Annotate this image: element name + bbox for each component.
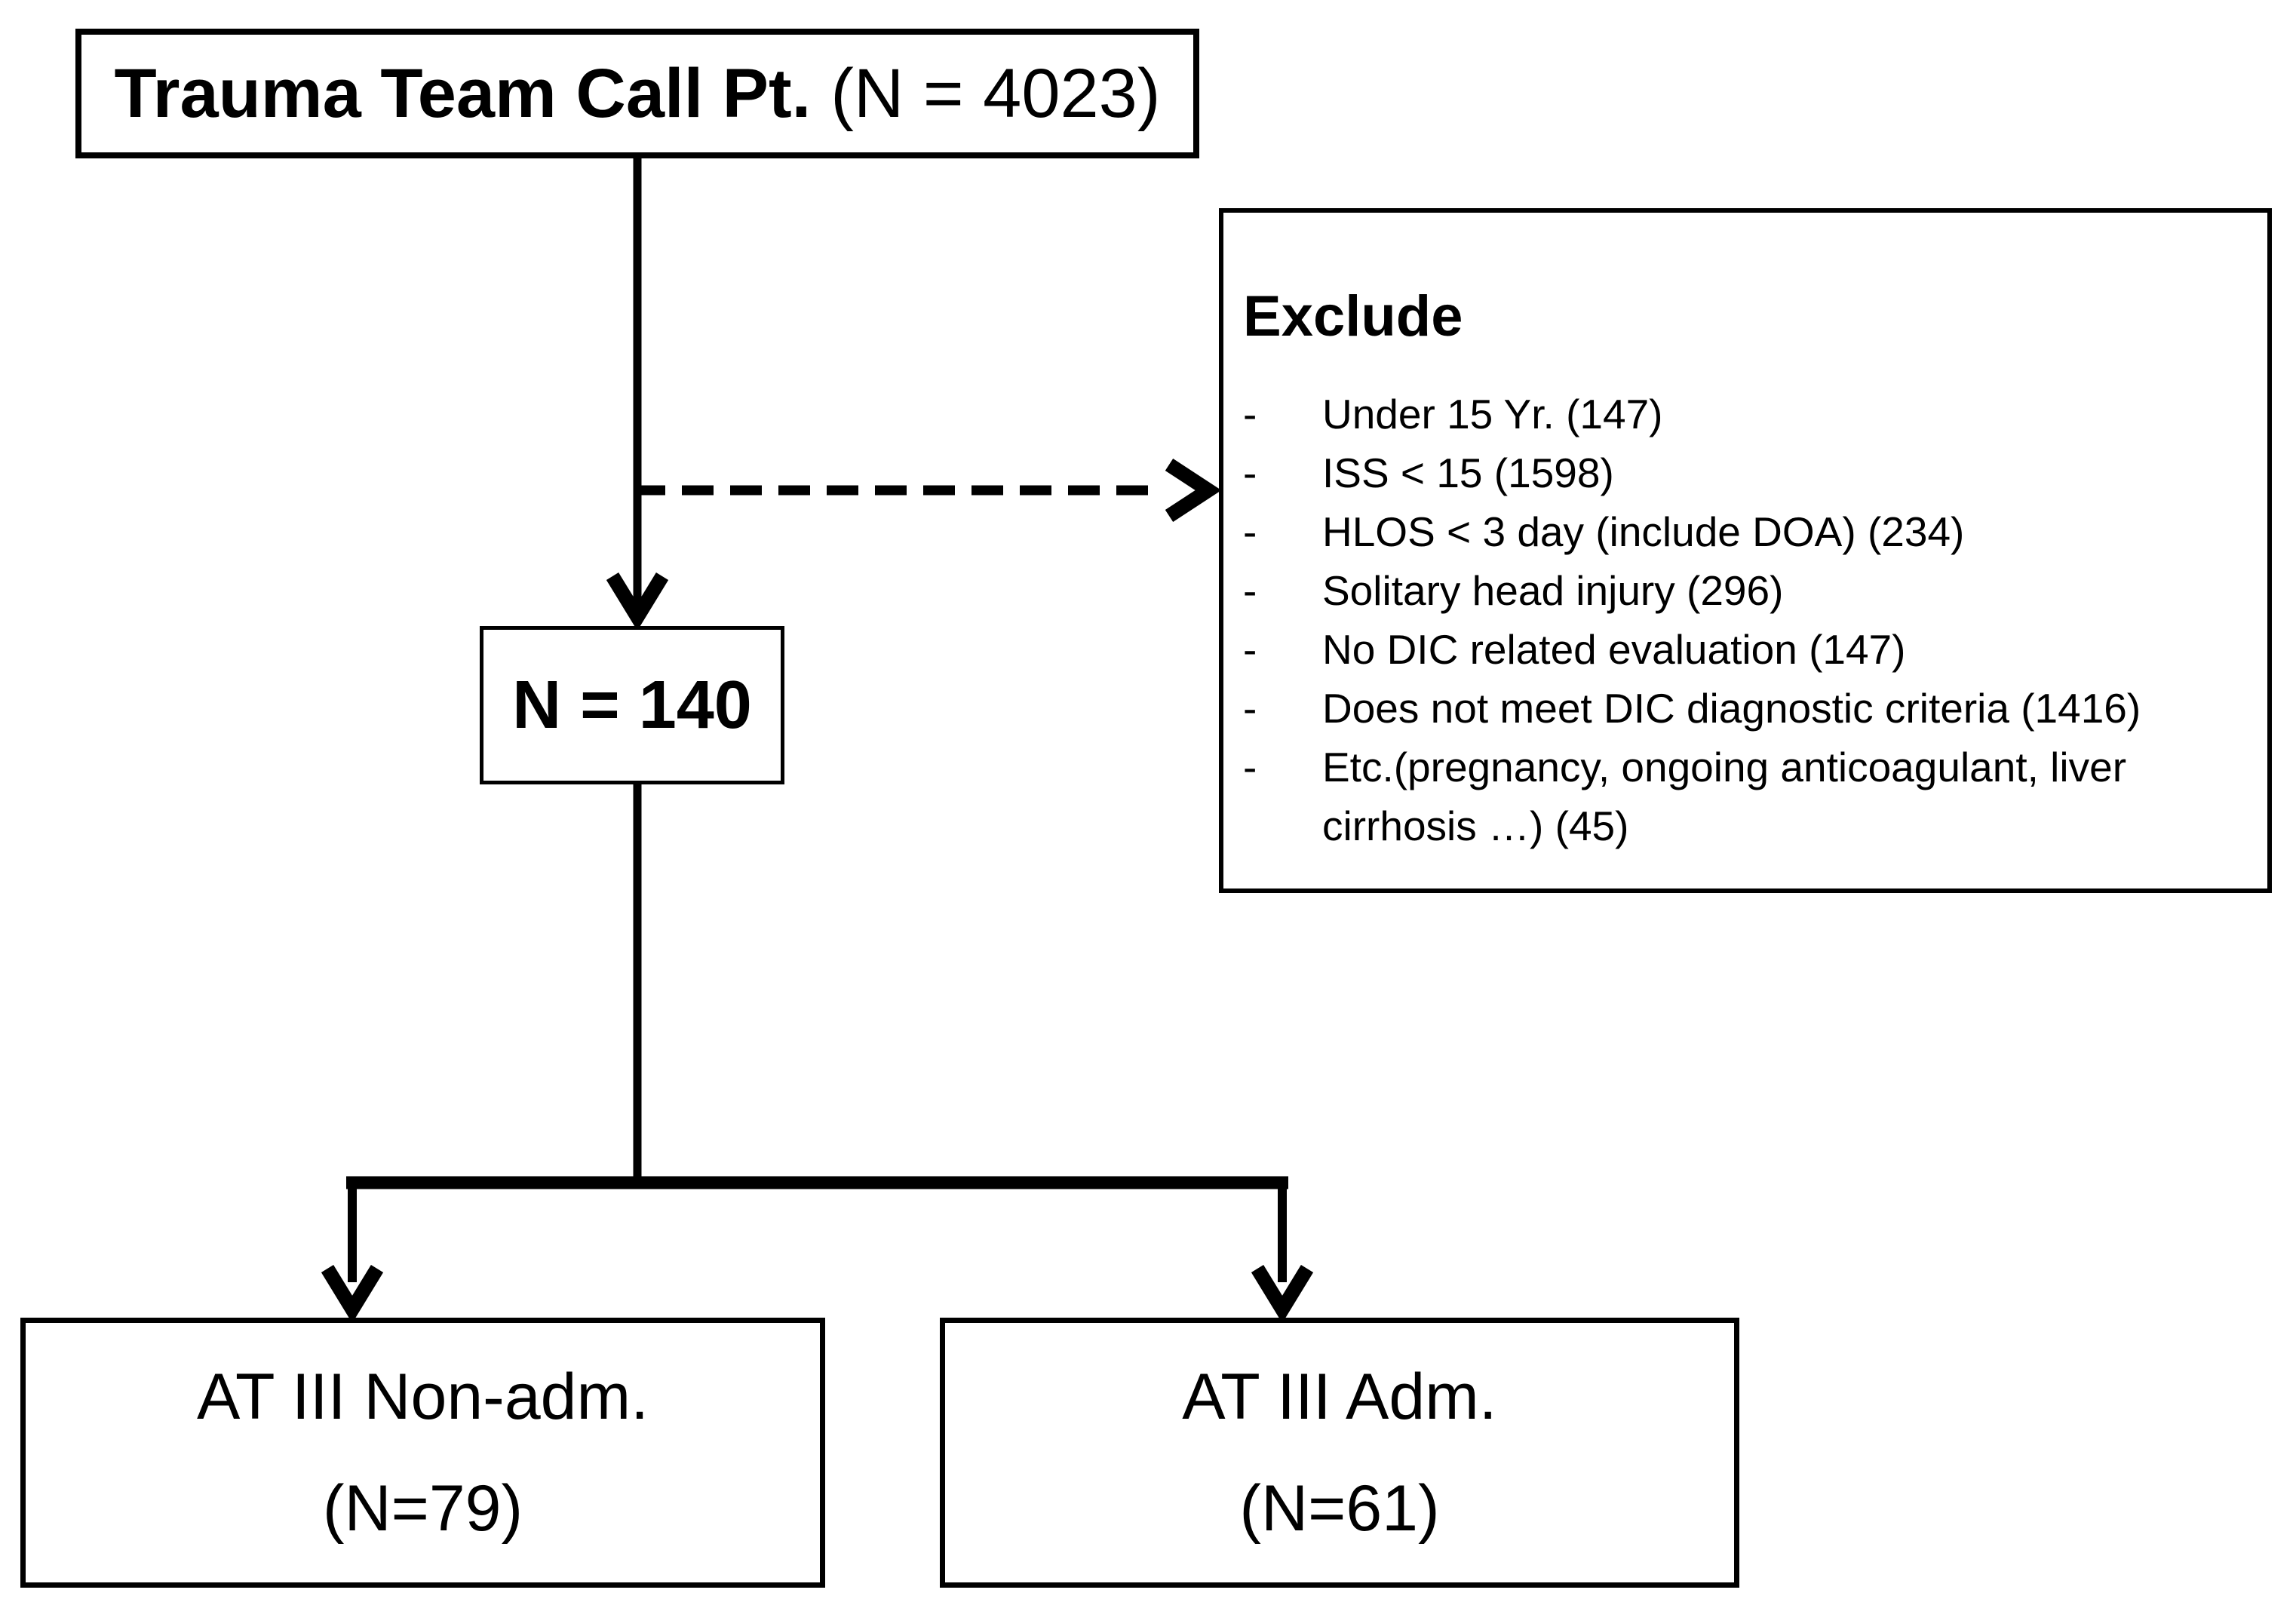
exclude-item: - Under 15 Yr. (147) xyxy=(1243,385,2237,443)
exclude-item: - HLOS < 3 day (include DOA) (234) xyxy=(1243,502,2237,561)
exclude-item-bullet: - xyxy=(1243,391,1257,437)
exclude-item-bullet: - xyxy=(1243,508,1257,555)
top-box: Trauma Team Call Pt. (N = 4023) xyxy=(75,29,1199,158)
mid-box: N = 140 xyxy=(480,626,784,784)
bottom-left-label: AT III Non-adm. xyxy=(196,1361,649,1433)
exclude-item: - Does not meet DIC diagnostic criteria … xyxy=(1243,679,2237,738)
exclude-item: - No DIC related evaluation (147) xyxy=(1243,620,2237,679)
arrowhead-down-right-icon xyxy=(1251,1265,1314,1324)
arrowhead-right-exclude-icon xyxy=(1165,459,1222,522)
exclude-list: - Under 15 Yr. (147) - ISS < 15 (1598) -… xyxy=(1243,385,2237,855)
exclude-item-text: HLOS < 3 day (include DOA) (234) xyxy=(1322,508,1965,555)
exclude-item-bullet: - xyxy=(1243,744,1257,790)
exclude-item-text: Etc.(pregnancy, ongoing anticoagulant, l… xyxy=(1322,744,2127,849)
bottom-right-count: (N=61) xyxy=(1239,1472,1440,1545)
exclude-box: Exclude - Under 15 Yr. (147) - ISS < 15 … xyxy=(1219,208,2272,893)
bottom-left-count: (N=79) xyxy=(322,1472,523,1545)
top-box-title: Trauma Team Call Pt. xyxy=(114,54,812,132)
exclude-item: - Solitary head injury (296) xyxy=(1243,561,2237,620)
exclude-item-bullet: - xyxy=(1243,685,1257,732)
exclude-item-bullet: - xyxy=(1243,450,1257,496)
bottom-right-box: AT III Adm. (N=61) xyxy=(940,1318,1739,1588)
bottom-left-box: AT III Non-adm. (N=79) xyxy=(20,1318,825,1588)
top-box-count: (N = 4023) xyxy=(830,54,1161,132)
mid-box-label: N = 140 xyxy=(512,667,752,743)
exclude-item-text: Solitary head injury (296) xyxy=(1322,567,1784,614)
exclude-item-text: Does not meet DIC diagnostic criteria (1… xyxy=(1322,685,2141,732)
exclude-item-bullet: - xyxy=(1243,567,1257,614)
arrowhead-down-left-icon xyxy=(321,1265,384,1324)
exclude-item-bullet: - xyxy=(1243,626,1257,673)
bottom-right-label: AT III Adm. xyxy=(1182,1361,1497,1433)
exclude-item-text: No DIC related evaluation (147) xyxy=(1322,626,1906,673)
exclude-item-text: Under 15 Yr. (147) xyxy=(1322,391,1663,437)
exclude-title: Exclude xyxy=(1243,284,1463,348)
exclude-item-text: ISS < 15 (1598) xyxy=(1322,450,1614,496)
arrowhead-down-mid-icon xyxy=(606,572,669,631)
exclude-item: - Etc.(pregnancy, ongoing anticoagulant,… xyxy=(1243,738,2237,855)
exclude-item: - ISS < 15 (1598) xyxy=(1243,443,2237,502)
